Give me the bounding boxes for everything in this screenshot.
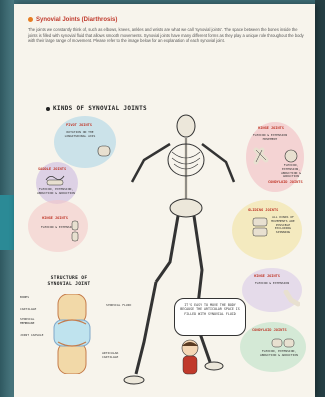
joint-label-hinge-knee: HINGE JOINTS [42,216,68,220]
knee-annot-cartilage: CARTILAGE [20,308,36,312]
condyloid-foot-icon [270,336,296,350]
joint-desc-condyloid-foot: FLEXION, EXTENSION, ABDUCTION & ADDUCTIO… [258,350,300,358]
knee-annot-synovial-fluid: SYNOVIAL FLUID [106,304,132,308]
section-heading-text: Synovial Joints (Diarthrosis) [36,17,117,23]
hinge-ankle-icon [282,290,300,308]
pivot-joint-icon [96,144,112,158]
section-heading: Synovial Joints (Diarthrosis) [28,17,117,23]
condyloid-wrist-icon [282,148,300,164]
background-right [315,0,325,397]
joint-desc-gliding: ALL KINDS OF MOVEMENTS ARE POSSIBLE EXCL… [268,216,298,235]
knee-joint-diagram [44,294,100,374]
joint-desc-saddle: FLEXION, EXTENSION, ABDUCTION & ADDUCTIO… [36,188,76,196]
knee-annot-articular-cartilage: ARTICULAR CARTILAGE [102,352,134,359]
joint-label-hinge-elbow: HINGE JOINTS [258,126,284,130]
joint-label-saddle: SADDLE JOINTS [38,167,66,171]
joint-desc-hinge-elbow: FLEXION & EXTENSION MOVEMENT [252,134,288,142]
structure-title: STRUCTURE OF SYNOVIAL JOINT [38,276,100,288]
joint-desc-condyloid-wrist: FLEXION, EXTENSION, ABDUCTION & ADDUCTIO… [276,164,306,179]
character-icon [178,338,202,378]
joint-desc-hinge-ankle: FLEXION & EXTENSION [254,282,290,286]
knee-annot-joint-capsule: JOINT CAPSULE [20,334,44,338]
saddle-joint-icon [44,172,66,186]
intro-paragraph: The joints we constantly think of, such … [28,27,304,44]
speech-text: IT'S EASY TO MOVE THE BODY BECAUSE THE A… [179,303,241,316]
speech-bubble: IT'S EASY TO MOVE THE BODY BECAUSE THE A… [174,298,246,336]
joint-label-condyloid-foot: CONDYLOID JOINTS [252,328,287,332]
knee-annot-bones: BONES [20,296,29,300]
hinge-knee-icon [68,220,82,242]
bullet-icon [46,107,50,111]
joint-label-pivot: PIVOT JOINTS [66,123,92,127]
kinds-title: KINDS OF SYNOVIAL JOINTS [46,105,147,112]
bullet-icon [28,17,33,22]
kinds-title-text: KINDS OF SYNOVIAL JOINTS [53,105,147,112]
gliding-joint-icon [250,216,270,238]
joint-label-condyloid-wrist: CONDYLOID JOINTS [268,180,303,184]
book-page: Synovial Joints (Diarthrosis) The joints… [14,4,315,397]
knee-annot-synovial-membrane: SYNOVIAL MEMBRANE [20,318,44,325]
joint-label-gliding: GLIDING JOINTS [248,208,278,212]
joint-desc-pivot: ROTATION ON THE LONGITUDINAL AXIS [62,131,98,139]
hinge-elbow-icon [252,146,274,166]
joint-label-hinge-ankle: HINGE JOINTS [254,274,280,278]
